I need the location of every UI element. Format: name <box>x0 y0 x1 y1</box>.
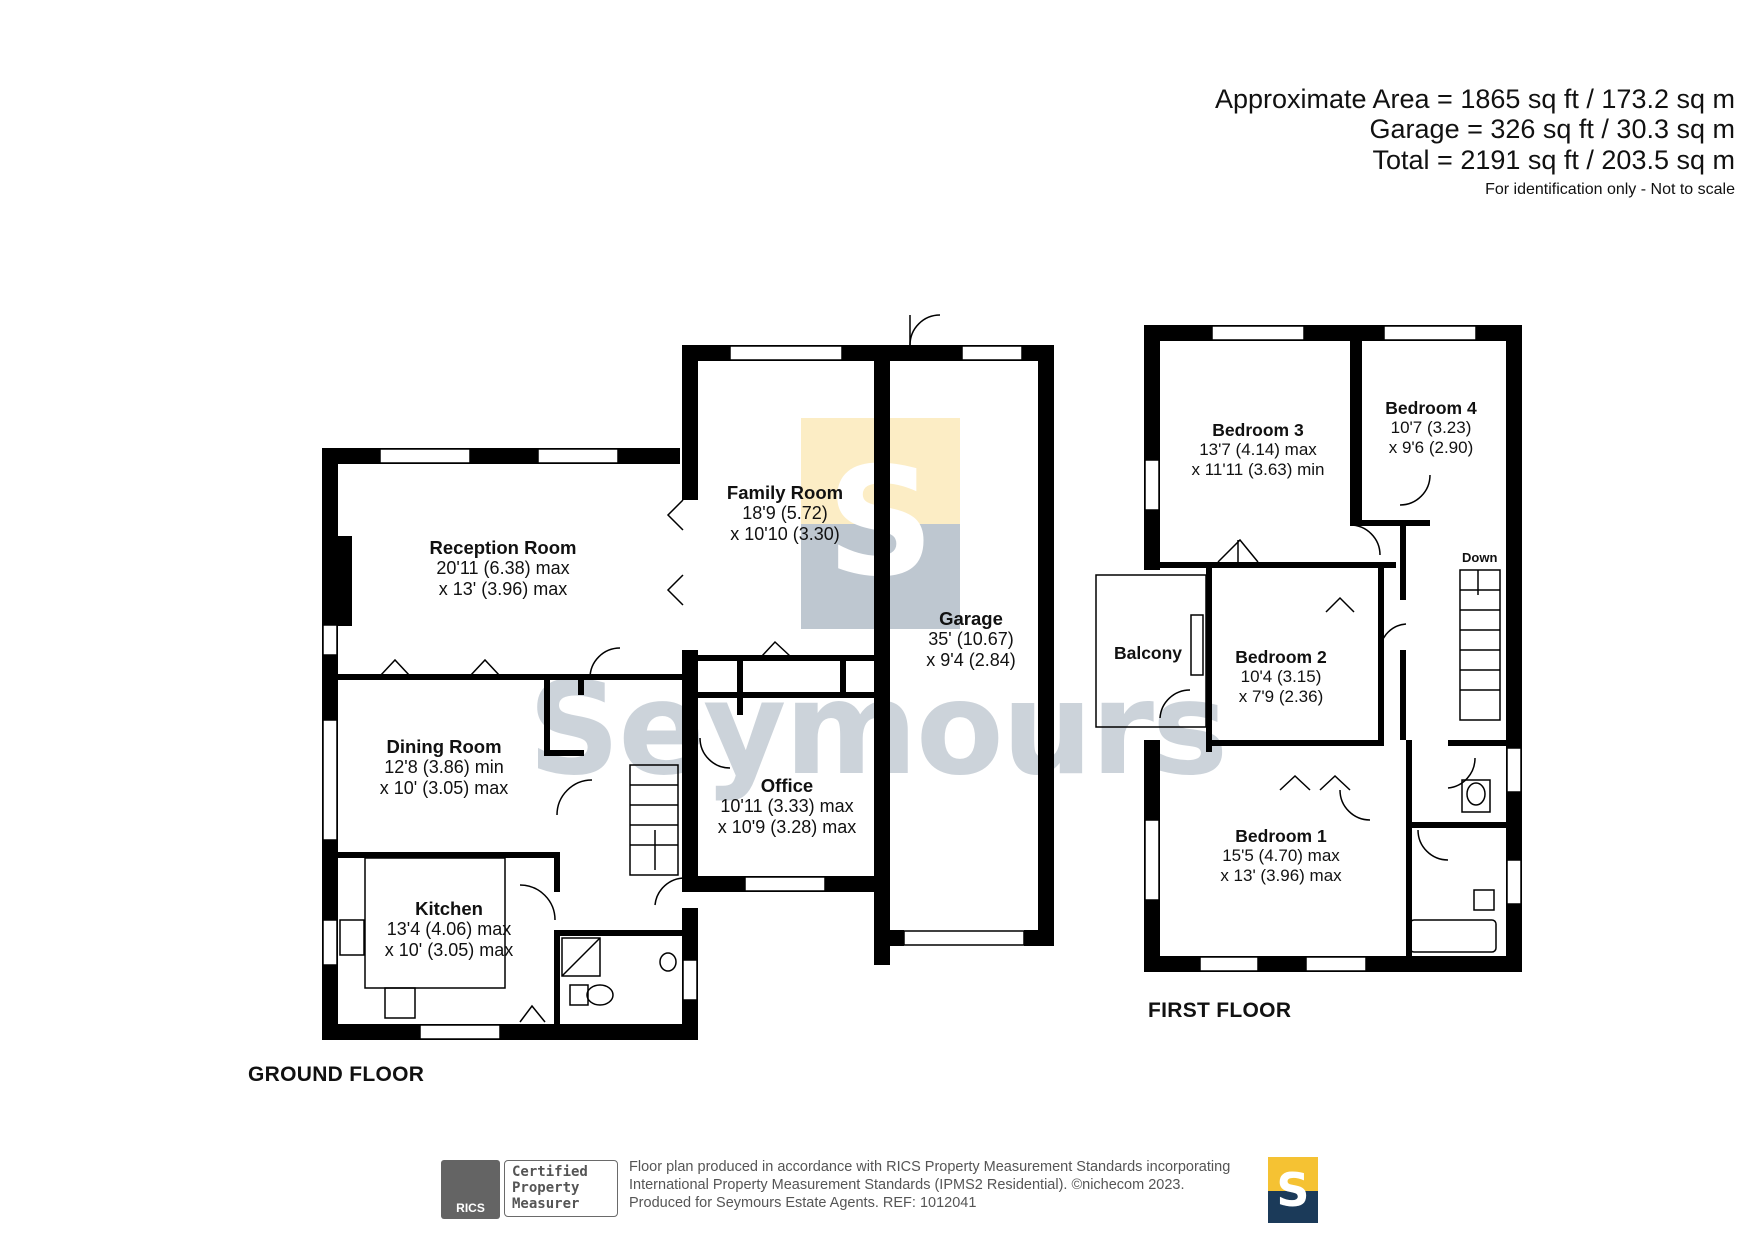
windows <box>322 345 1025 1040</box>
room-reception: Reception Room 20'11 (6.38) max x 13' (3… <box>429 537 577 599</box>
rics-crest-icon: RICS <box>441 1160 500 1219</box>
room-kitchen: Kitchen 13'4 (4.06) max x 10' (3.05) max <box>384 898 514 960</box>
area-total: Total = 2191 sq ft / 203.5 sq m <box>1372 145 1735 175</box>
room-bedroom-4: Bedroom 4 10'7 (3.23) x 9'6 (2.90) <box>1385 398 1477 457</box>
room-office: Office 10'11 (3.33) max x 10'9 (3.28) ma… <box>717 775 857 837</box>
first-floor-windows <box>1144 325 1522 972</box>
room-bedroom-1: Bedroom 1 15'5 (4.70) max x 13' (3.96) m… <box>1220 826 1342 885</box>
area-garage: Garage = 326 sq ft / 30.3 sq m <box>1369 114 1735 144</box>
footer-disclaimer: Floor plan produced in accordance with R… <box>629 1159 1231 1211</box>
room-dining: Dining Room 12'8 (3.86) min x 10' (3.05)… <box>379 736 509 798</box>
room-family: Family Room 18'9 (5.72) x 10'10 (3.30) <box>726 482 844 544</box>
stairs-down-label: Down <box>1462 550 1498 565</box>
first-floor-fixtures <box>1095 474 1501 953</box>
first-floor-label: FIRST FLOOR <box>1148 999 1292 1022</box>
scale-note: For identification only - Not to scale <box>1485 181 1735 198</box>
room-balcony: Balcony <box>1113 643 1183 663</box>
seymours-logo: S <box>1268 1157 1318 1223</box>
area-approximate: Approximate Area = 1865 sq ft / 173.2 sq… <box>1214 84 1735 114</box>
room-bedroom-2: Bedroom 2 10'4 (3.15) x 7'9 (2.36) <box>1235 647 1327 706</box>
rics-logo: RICS Certified Property Measurer <box>441 1160 618 1219</box>
ground-floor-fixtures <box>339 314 941 1023</box>
ground-floor-label: GROUND FLOOR <box>248 1063 425 1086</box>
room-garage: Garage 35' (10.67) x 9'4 (2.84) <box>926 608 1016 670</box>
rics-certified-badge: Certified Property Measurer <box>504 1160 618 1217</box>
room-bedroom-3: Bedroom 3 13'7 (4.14) max x 11'11 (3.63)… <box>1191 420 1325 479</box>
